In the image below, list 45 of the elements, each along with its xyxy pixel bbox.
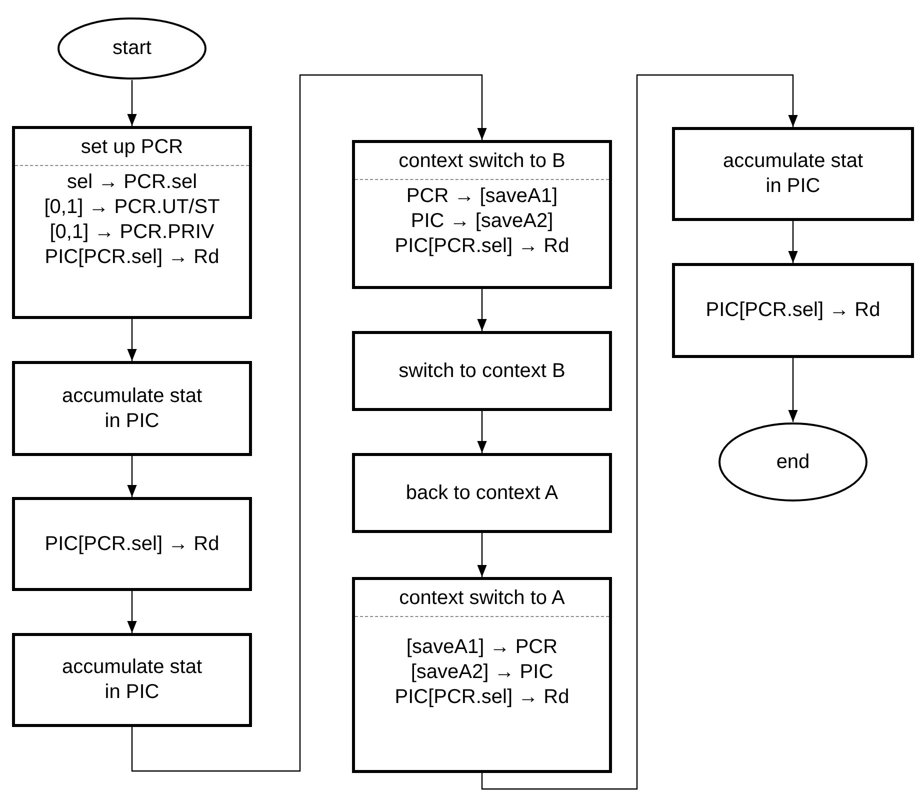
node-label: switch to context B — [398, 358, 566, 384]
process-box — [352, 140, 612, 289]
statement-text: [saveA1] → PCR — [406, 635, 558, 660]
process-box — [672, 127, 914, 221]
box-heading: set up PCR — [15, 129, 249, 166]
connector-arrow — [481, 74, 798, 790]
process-box — [352, 331, 612, 411]
connector-arrow — [127, 319, 137, 361]
node-label: PIC[PCR.sel] → Rd — [44, 532, 220, 556]
process-box — [352, 453, 612, 533]
process-box — [12, 633, 252, 727]
box-heading: context switch to B — [355, 143, 609, 180]
process-box — [12, 361, 252, 456]
node-label: back to context A — [404, 480, 560, 506]
connector-arrow — [788, 358, 798, 422]
connector-arrow — [477, 533, 487, 577]
terminal-ellipse — [718, 422, 868, 502]
statement-text: PCR → [saveA1] — [406, 184, 558, 209]
node-label: accumulate stat in PIC — [60, 655, 204, 705]
statement-text: PIC[PCR.sel] → Rd — [394, 234, 570, 259]
node-label: end — [775, 450, 811, 474]
connector-arrow — [477, 411, 487, 453]
node-label: accumulate stat in PIC — [722, 149, 864, 199]
statement-text: PIC[PCR.sel] → Rd — [44, 245, 220, 270]
process-box — [352, 577, 612, 773]
statement-text: PIC → [saveA2] — [410, 209, 554, 234]
box-heading: context switch to A — [355, 580, 609, 617]
connector-arrow — [127, 591, 137, 633]
process-box — [12, 126, 252, 319]
statement-text: [0,1] → PCR.UT/ST — [44, 195, 220, 220]
statement-text: PIC[PCR.sel] → Rd — [394, 685, 570, 710]
connector-arrow — [131, 74, 487, 772]
statement-text: sel → PCR.sel — [66, 170, 198, 195]
connector-arrow — [477, 289, 487, 331]
connector-arrow — [127, 80, 137, 126]
process-box — [672, 263, 914, 358]
connector-arrow — [127, 456, 137, 497]
terminal-ellipse — [57, 17, 207, 80]
statement-text: [0,1] → PCR.PRIV — [50, 220, 214, 245]
node-label: start — [112, 36, 152, 61]
process-box — [12, 497, 252, 591]
node-label: accumulate stat in PIC — [60, 384, 204, 434]
node-label: PIC[PCR.sel] → Rd — [704, 298, 882, 323]
connector-arrow — [788, 221, 798, 263]
statement-text: [saveA2] → PIC — [410, 660, 554, 685]
